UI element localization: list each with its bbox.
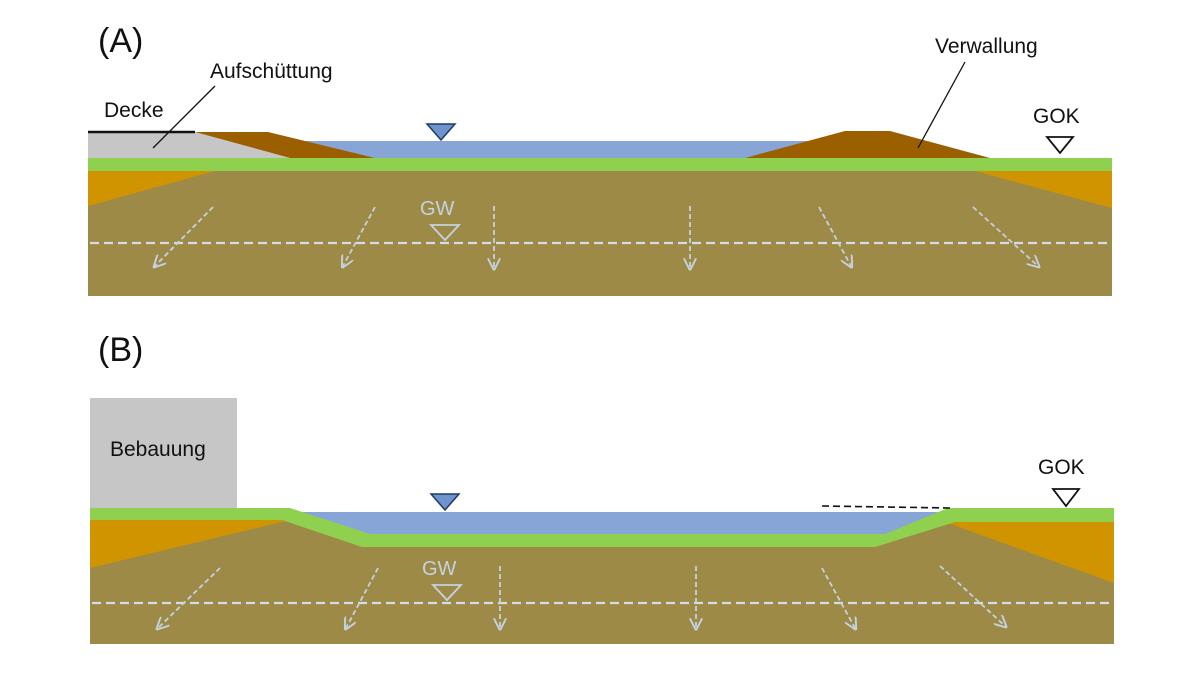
topsoil-layer <box>88 158 1112 171</box>
verwallung-leader <box>917 61 966 149</box>
water-level-triangle-icon <box>429 493 461 512</box>
seepage-arrow-icon <box>972 206 1038 266</box>
panel-b-label: (B) <box>98 331 143 369</box>
aquifer-wedge-right <box>975 171 1112 208</box>
decke-label: Decke <box>104 99 164 122</box>
building-block <box>90 398 237 508</box>
water-level-triangle-icon <box>425 123 457 142</box>
seepage-arrow-icon <box>818 206 851 266</box>
aquifer-wedge-left <box>88 171 215 206</box>
ground-level-triangle-icon <box>1045 136 1075 155</box>
aufschuettung-leader <box>152 85 216 149</box>
seepage-arrow-icon <box>939 565 1005 626</box>
gw-label-a: GW <box>420 198 455 220</box>
topsoil-layer <box>90 508 1114 547</box>
panel-b: (B) Bebauung GOK GW <box>90 331 1114 644</box>
aufschuettung-label: Aufschüttung <box>210 60 333 83</box>
panel-a: (A) Decke Aufschüttung Verwallung GOK <box>88 22 1112 296</box>
gw-label-b: GW <box>422 558 457 580</box>
seepage-arrow-icon <box>155 206 214 266</box>
gok-label-a: GOK <box>1033 105 1080 128</box>
seepage-arrow-icon <box>158 567 221 628</box>
fill-area <box>88 132 290 158</box>
embankment-right <box>745 131 990 158</box>
panel-a-label: (A) <box>98 22 143 60</box>
soil-layer <box>88 171 1112 296</box>
gok-label-b: GOK <box>1038 456 1085 479</box>
water-body <box>300 512 948 536</box>
seepage-arrow-icon <box>343 206 376 266</box>
seepage-arrow-icon <box>346 567 379 628</box>
groundwater-triangle-icon <box>430 584 464 602</box>
ground-level-triangle-icon <box>1051 488 1081 508</box>
aquifer-wedge-right <box>945 522 1114 583</box>
bebauung-label: Bebauung <box>110 438 206 461</box>
seepage-arrow-icon <box>821 567 855 628</box>
water-body <box>300 141 815 158</box>
embankment-left <box>195 132 375 158</box>
original-ground-line <box>821 505 951 509</box>
verwallung-label: Verwallung <box>935 35 1038 58</box>
groundwater-triangle-icon <box>428 224 462 242</box>
aquifer-wedge-left <box>90 520 290 568</box>
